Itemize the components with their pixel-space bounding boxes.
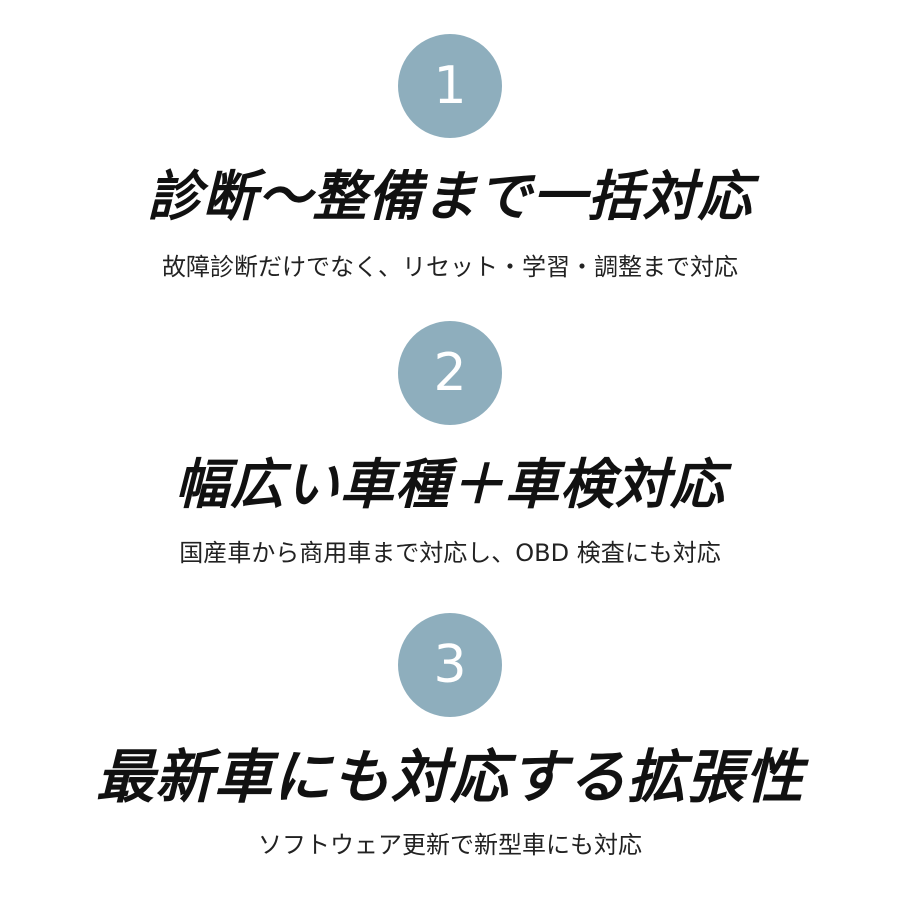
feature-description: 国産車から商用車まで対応し、OBD 検査にも対応 bbox=[179, 539, 721, 567]
feature-headline: 幅広い車種＋車検対応 bbox=[175, 453, 725, 516]
feature-headline: 診断～整備まで一括対応 bbox=[147, 165, 753, 228]
number-badge-label: 3 bbox=[433, 635, 467, 695]
number-badge-2: 2 bbox=[398, 321, 502, 425]
number-badge-label: 2 bbox=[433, 343, 467, 403]
number-badge-label: 1 bbox=[433, 56, 467, 116]
number-badge-1: 1 bbox=[398, 34, 502, 138]
feature-headline: 最新車にも対応する拡張性 bbox=[95, 743, 804, 811]
number-badge-3: 3 bbox=[398, 613, 502, 717]
feature-description: ソフトウェア更新で新型車にも対応 bbox=[258, 831, 642, 859]
feature-description: 故障診断だけでなく、リセット・学習・調整まで対応 bbox=[162, 253, 738, 281]
